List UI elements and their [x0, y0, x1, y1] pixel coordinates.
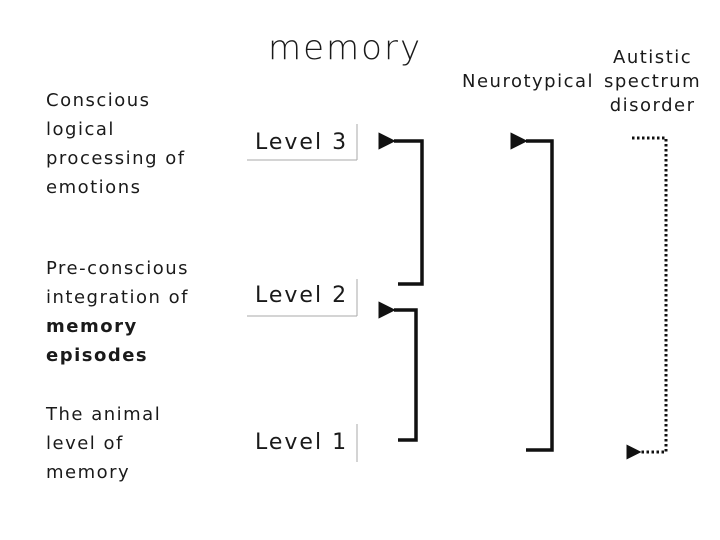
- autistic-header-line: disorder: [609, 95, 696, 116]
- diagram-title: memory: [268, 28, 423, 68]
- level-1-label: Level 1: [255, 430, 349, 455]
- neurotypical-header: Neurotypical: [462, 71, 595, 92]
- level-3-description: Conscious logical processing of emotions: [46, 86, 186, 202]
- desc-line: integration of: [46, 287, 189, 308]
- level-1-description: The animal level of memory: [46, 400, 161, 487]
- desc-line-bold: episodes: [46, 345, 149, 366]
- level-3-label: Level 3: [255, 130, 349, 155]
- desc-line: emotions: [46, 177, 142, 198]
- autistic-header-line: Autistic: [613, 47, 693, 68]
- autistic-header: Autistic spectrum disorder: [604, 46, 701, 118]
- bracket-level1-to-level2: [378, 301, 418, 442]
- desc-line: Pre-conscious: [46, 258, 190, 279]
- bracket-level2-to-level3: [378, 132, 424, 286]
- level-3-box: [247, 124, 358, 161]
- neurotypical-arrow: [510, 132, 554, 452]
- desc-line: memory: [46, 462, 131, 483]
- desc-line-bold: memory: [46, 316, 138, 337]
- desc-line: level of: [46, 433, 124, 454]
- level-2-label: Level 2: [255, 283, 349, 308]
- autistic-header-line: spectrum: [604, 71, 702, 92]
- desc-line: processing of: [46, 148, 186, 169]
- desc-line: logical: [46, 119, 115, 140]
- level-2-box: [247, 279, 358, 317]
- desc-line: Conscious: [46, 90, 151, 111]
- level-2-description: Pre-conscious integration of memory epis…: [46, 254, 189, 370]
- autistic-arrow: [626, 136, 668, 460]
- desc-line: The animal: [46, 404, 162, 425]
